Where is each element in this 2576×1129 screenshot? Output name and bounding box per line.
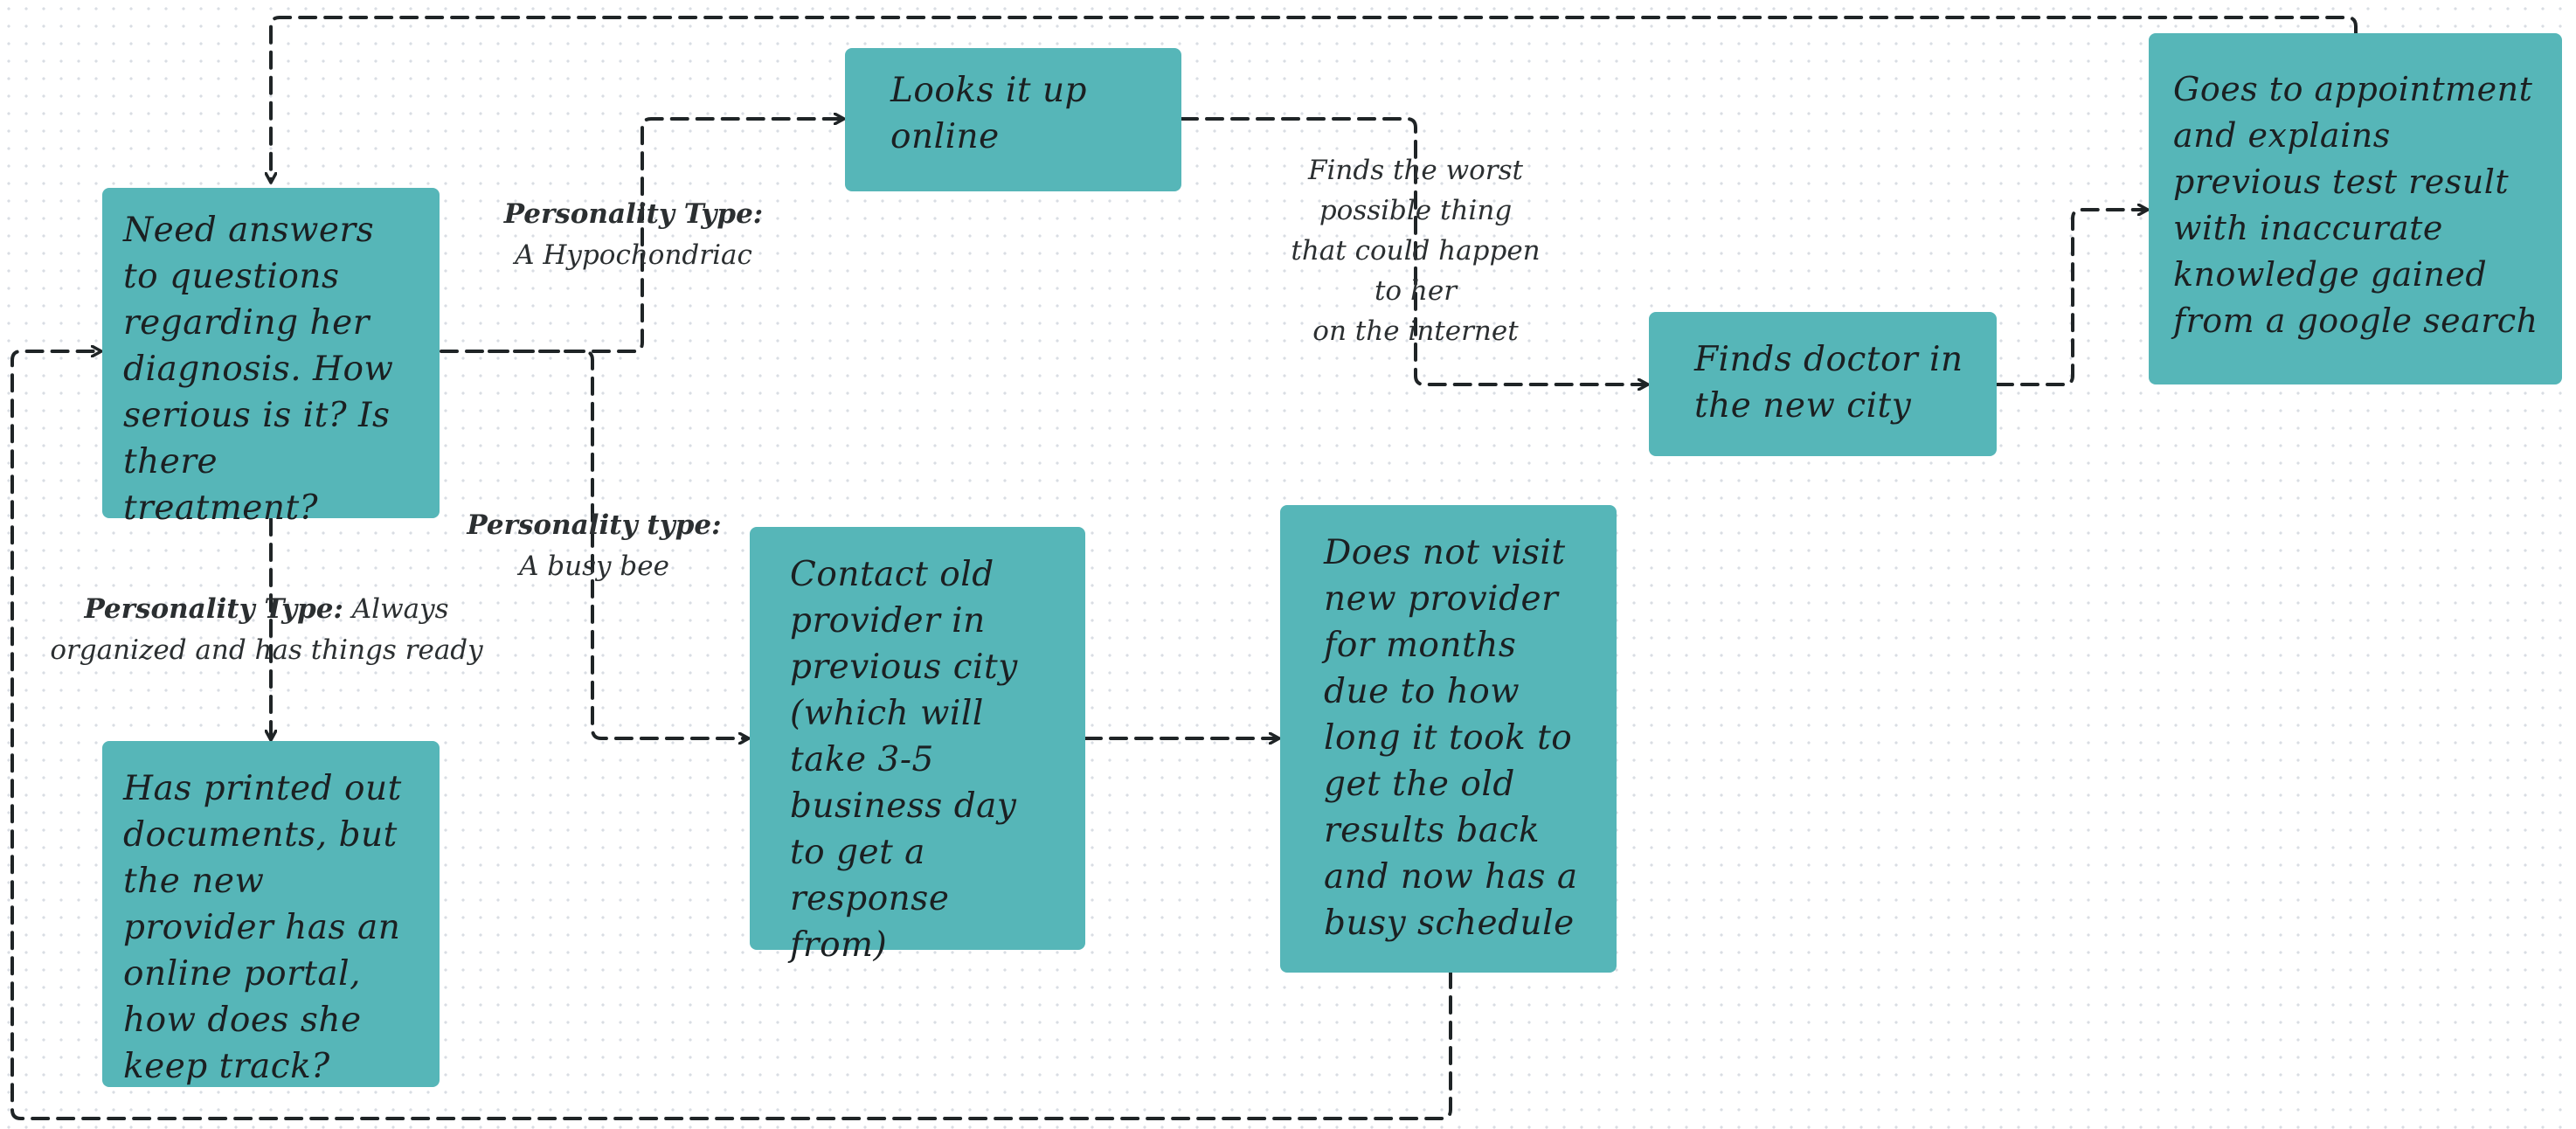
connector-loop-top [271, 16, 2358, 182]
label-busy-bee-value: A busy bee [519, 551, 669, 582]
node-looks-online-text: Looks it up online [890, 71, 1088, 156]
connector-to-contact-old [488, 350, 748, 738]
node-finds-doctor[interactable]: Finds doctor in the new city [1649, 312, 1997, 456]
label-worst-line-2: possible thing [1319, 195, 1513, 226]
node-appointment[interactable]: Goes to appointment and explains previou… [2149, 33, 2562, 384]
connector-to-online [440, 119, 843, 353]
label-organized: Personality Type: Always organized and h… [17, 589, 516, 671]
connector-online-to-doctor [1180, 117, 1647, 384]
label-busy-bee-title: Personality type: [467, 509, 722, 541]
node-looks-online[interactable]: Looks it up online [845, 48, 1181, 191]
label-worst-line-1: Finds the worst [1307, 155, 1523, 186]
label-organized-title: Personality Type: [84, 593, 343, 625]
node-need-answers-text: Need answers to questions regarding her … [123, 211, 394, 528]
node-contact-old-text: Contact old provider in previous city (w… [790, 555, 1018, 965]
label-hypochondriac-value: A Hypochondriac [515, 239, 752, 271]
node-printed-docs[interactable]: Has printed out documents, but the new p… [102, 741, 440, 1087]
connector-loop-bottom [10, 351, 1452, 1120]
label-worst-thing: Finds the worst possible thing that coul… [1258, 150, 1573, 351]
label-worst-line-5: on the internet [1312, 315, 1519, 347]
node-appointment-text: Goes to appointment and explains previou… [2173, 70, 2538, 340]
label-worst-line-4: to her [1374, 275, 1458, 307]
label-worst-line-3: that could happen [1291, 235, 1541, 267]
node-need-answers[interactable]: Need answers to questions regarding her … [102, 188, 440, 528]
connector-doctor-to-appointment [1995, 210, 2147, 386]
label-busy-bee: Personality type: A busy bee [450, 505, 738, 587]
node-not-visit-text: Does not visit new provider for months d… [1324, 533, 1578, 943]
label-organized-value-2: organized and has things ready [50, 634, 483, 666]
node-printed-docs-text: Has printed out documents, but the new p… [123, 769, 402, 1086]
node-not-visit[interactable]: Does not visit new provider for months d… [1280, 505, 1617, 973]
label-hypochondriac-title: Personality Type: [503, 198, 764, 230]
label-organized-value-1: Always [351, 593, 449, 625]
node-contact-old[interactable]: Contact old provider in previous city (w… [750, 527, 1085, 965]
node-finds-doctor-text: Finds doctor in the new city [1694, 340, 1963, 426]
label-hypochondriac: Personality Type: A Hypochondriac [489, 194, 778, 276]
